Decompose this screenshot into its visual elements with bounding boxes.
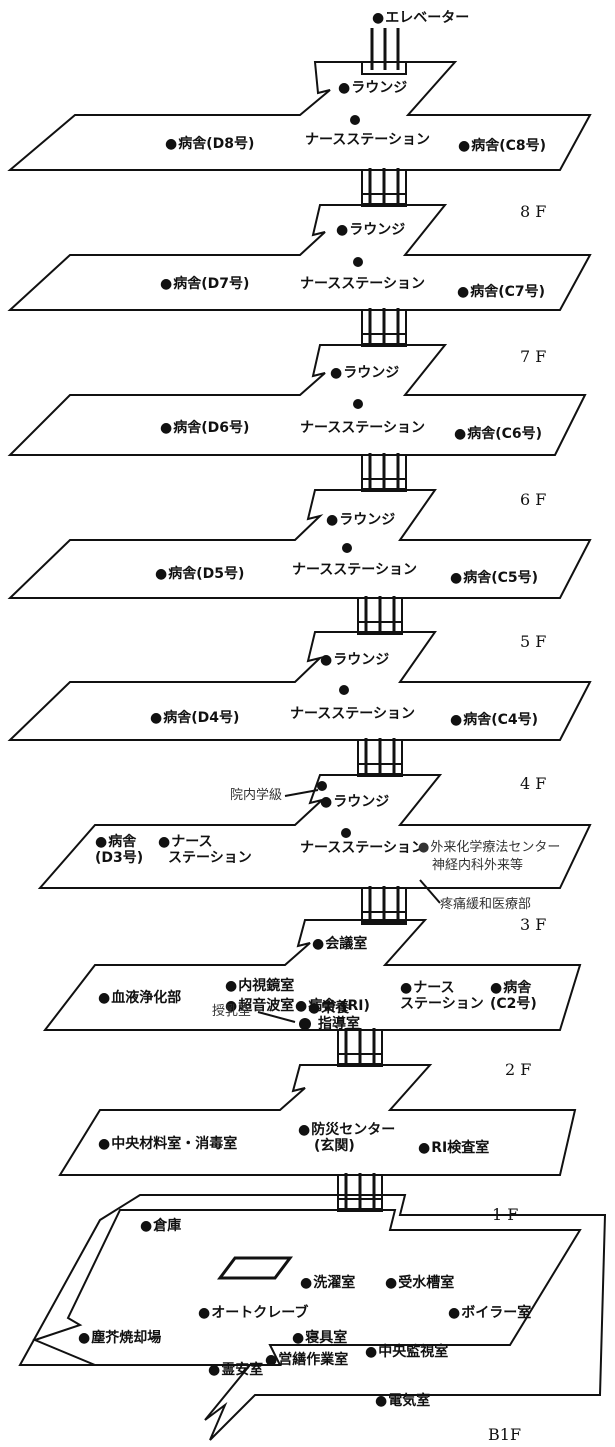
lounge-5f: ラウンジ bbox=[326, 512, 395, 528]
nurse-station-3f: ナースステーション bbox=[300, 840, 426, 856]
nursing-room: 授乳室 bbox=[212, 1004, 252, 1019]
nutrition-a: 栄養 bbox=[308, 1000, 360, 1016]
floor-4f-outline bbox=[7, 631, 592, 741]
disaster-center-b: (玄関) bbox=[314, 1138, 355, 1154]
floor-label-8f: 8 F bbox=[520, 202, 547, 221]
boiler-room: ボイラー室 bbox=[448, 1305, 531, 1321]
lounge-3f: ラウンジ bbox=[320, 794, 389, 810]
neurology-outpatient: 神経内科外来等 bbox=[432, 858, 524, 873]
floor-5f-outline bbox=[7, 489, 592, 599]
water-tank-room: 受水槽室 bbox=[385, 1275, 454, 1291]
floor-label-2f: 2 F bbox=[505, 1060, 532, 1079]
central-monitoring-room: 中央監視室 bbox=[365, 1344, 448, 1360]
elevator-shaft bbox=[361, 28, 407, 75]
outpatient-chemo-center: 外来化学療法センター bbox=[418, 840, 560, 856]
ward-d3: 病舎 (D3号) bbox=[95, 834, 143, 866]
ward-c2-number: (C2号) bbox=[490, 996, 537, 1012]
ward-c8: 病舎(C8号) bbox=[458, 138, 546, 154]
nurse-station-2f: ナース ステーション bbox=[400, 980, 484, 1012]
ward-d8: 病舎(D8号) bbox=[165, 136, 254, 152]
floor-b1f-outline bbox=[18, 1194, 607, 1441]
maintenance-workroom: 営繕作業室 bbox=[265, 1352, 348, 1368]
ward-d3-number: (D3号) bbox=[95, 850, 144, 866]
storage: 倉庫 bbox=[140, 1218, 181, 1234]
floor-label-5f: 5 F bbox=[520, 632, 547, 651]
dialysis-unit: 血液浄化部 bbox=[98, 990, 181, 1006]
ward-d3-title: 病舎 bbox=[95, 834, 143, 850]
ward-c6: 病舎(C6号) bbox=[454, 426, 542, 442]
hospital-school: 院内学級 bbox=[230, 788, 283, 803]
floor-6f-outline bbox=[7, 344, 587, 456]
nurse-station-8f: ナースステーション bbox=[305, 132, 431, 148]
floor-1f-outline bbox=[58, 1064, 577, 1176]
ward-c7: 病舎(C7号) bbox=[457, 284, 545, 300]
electrical-room: 電気室 bbox=[375, 1393, 430, 1409]
nurse-station-d3-a: ナース bbox=[158, 834, 252, 850]
nurse-station-7f: ナースステーション bbox=[300, 276, 426, 292]
floor-label-1f: 1 F bbox=[492, 1205, 519, 1224]
floor-label-4f: 4 F bbox=[520, 774, 547, 793]
disaster-center-a: 防災センター bbox=[298, 1122, 395, 1138]
floor-label-3f: 3 F bbox=[520, 915, 547, 934]
central-supply-room: 中央材料室・消毒室 bbox=[98, 1136, 237, 1152]
palliative-care: 疼痛緩和医療部 bbox=[440, 897, 532, 912]
nurse-station-d3: ナース ステーション bbox=[158, 834, 252, 866]
floor-2f-outline bbox=[42, 919, 582, 1031]
ultrasound-room: 超音波室 bbox=[225, 998, 294, 1014]
lounge-4f: ラウンジ bbox=[320, 652, 389, 668]
morgue: 霊安室 bbox=[208, 1362, 263, 1378]
ward-d6: 病舎(D6号) bbox=[160, 420, 249, 436]
nurse-station-6f: ナースステーション bbox=[300, 420, 426, 436]
incinerator: 塵芥焼却場 bbox=[78, 1330, 161, 1346]
endoscopy-room: 内視鏡室 bbox=[225, 978, 294, 994]
meeting-room: 会議室 bbox=[312, 936, 367, 952]
ward-d4: 病舎(D4号) bbox=[150, 710, 239, 726]
nutrition-b: 指導室 bbox=[318, 1016, 360, 1032]
nurse-station-d3-b: ステーション bbox=[168, 850, 252, 866]
ward-d5: 病舎(D5号) bbox=[155, 566, 244, 582]
floor-7f-outline bbox=[7, 204, 592, 311]
nurse-station-2f-a: ナース bbox=[400, 980, 484, 996]
lounge-7f: ラウンジ bbox=[336, 222, 405, 238]
nurse-station-4f: ナースステーション bbox=[290, 706, 416, 722]
nutrition-guidance-room: 栄養 指導室 bbox=[308, 1000, 360, 1032]
disaster-center: 防災センター (玄関) bbox=[298, 1122, 395, 1154]
nurse-station-5f: ナースステーション bbox=[292, 562, 418, 578]
nurse-station-2f-b: ステーション bbox=[400, 996, 484, 1012]
floor-label-b1f: B1F bbox=[488, 1425, 522, 1444]
ward-c2: 病舎 (C2号) bbox=[490, 980, 537, 1012]
floor-label-6f: 6 F bbox=[520, 490, 547, 509]
bedding-room: 寝具室 bbox=[292, 1330, 347, 1346]
ri-lab: RI検査室 bbox=[418, 1140, 489, 1156]
autoclave: オートクレーブ bbox=[198, 1305, 308, 1321]
lounge-8f: ラウンジ bbox=[338, 80, 407, 96]
floor-label-7f: 7 F bbox=[520, 347, 547, 366]
ward-c5: 病舎(C5号) bbox=[450, 570, 538, 586]
ward-c4: 病舎(C4号) bbox=[450, 712, 538, 728]
lounge-6f: ラウンジ bbox=[330, 365, 399, 381]
floor-3f-outline bbox=[37, 774, 592, 889]
floor-8f-outline bbox=[7, 61, 592, 171]
ward-d7: 病舎(D7号) bbox=[160, 276, 249, 292]
ward-c2-title: 病舎 bbox=[490, 980, 537, 996]
laundry-room: 洗濯室 bbox=[300, 1275, 355, 1291]
elevator-label: エレベーター bbox=[372, 10, 469, 26]
